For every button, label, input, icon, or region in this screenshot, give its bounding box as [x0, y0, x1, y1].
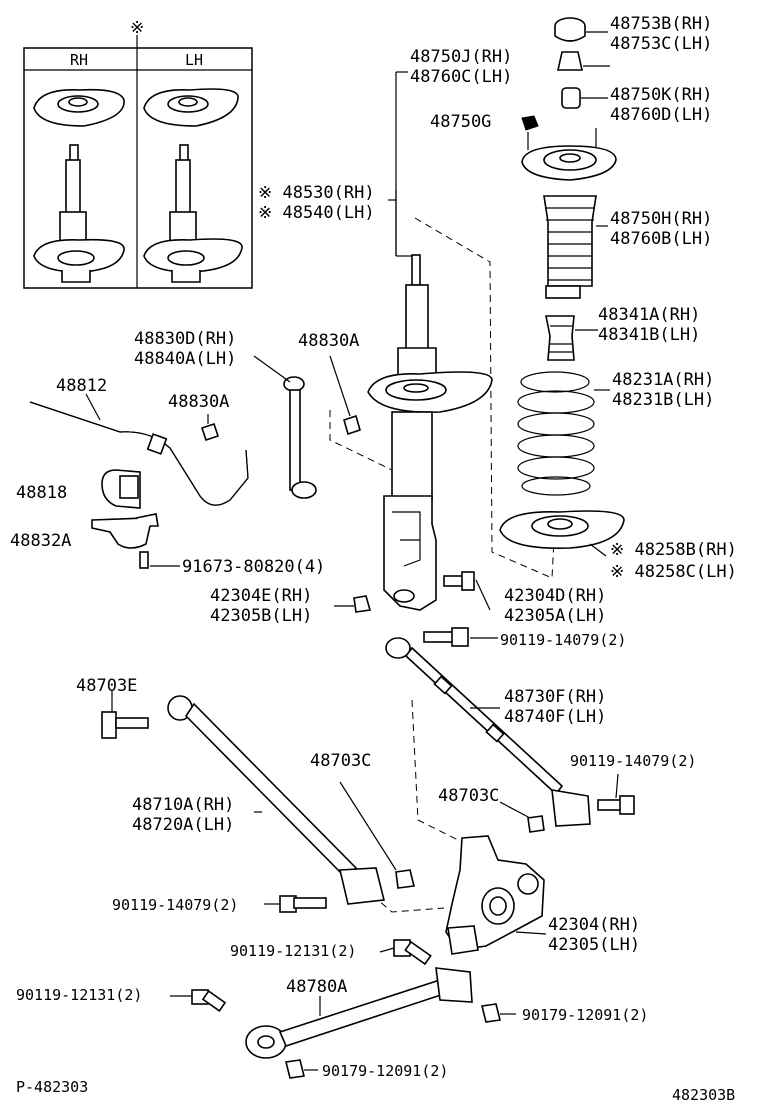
footer-right-ref: 482303B — [672, 1086, 735, 1104]
part-48812-stabilizer-bar — [29, 393, 249, 506]
label-42304d: 42304D(RH) — [504, 586, 606, 606]
label-48341b: 48341B(LH) — [598, 325, 700, 345]
part-48750h-support — [521, 128, 617, 181]
part-48231-coil-spring — [517, 371, 610, 496]
part-42304-knuckle — [445, 835, 547, 955]
label-48750k: 48750K(RH) — [610, 85, 712, 105]
label-48231b: 48231B(LH) — [612, 390, 714, 410]
part-48530-shock-absorber — [367, 190, 493, 611]
label-48760c: 48760C(LH) — [410, 67, 512, 87]
label-48530: ※ 48530(RH) — [258, 183, 375, 203]
part-48780a-arm — [245, 967, 473, 1059]
label-48750g: 48750G — [430, 112, 491, 132]
label-48231a: 48231A(RH) — [612, 370, 714, 390]
label-91673: 91673-80820(4) — [182, 557, 325, 577]
part-48341-bump-stopper — [545, 315, 598, 361]
label-48258c: ※ 48258C(LH) — [610, 562, 737, 582]
assembly-dashed-lines — [329, 217, 556, 913]
label-48753b: 48753B(RH) — [610, 14, 712, 34]
part-48830a-nut-mid — [200, 414, 220, 442]
inset-col-lh: LH — [185, 51, 203, 69]
part-48703c-nut-a — [499, 801, 545, 833]
part-91673-bolt — [139, 551, 180, 569]
part-90119-bolt-a — [423, 627, 498, 647]
inset-mark: ※ — [130, 18, 144, 38]
part-48830a-nut-upper — [329, 355, 361, 436]
label-42305b: 42305B(LH) — [210, 606, 312, 626]
label-48760d: 48760D(LH) — [610, 105, 712, 125]
label-48720a: 48720A(LH) — [132, 815, 234, 835]
label-90179-a: 90179-12091(2) — [522, 1006, 648, 1024]
label-48840a: 48840A(LH) — [134, 349, 236, 369]
label-90179-b: 90179-12091(2) — [322, 1062, 448, 1080]
part-42304e-nut — [334, 595, 372, 613]
label-48818: 48818 — [16, 483, 67, 503]
label-48750j: 48750J(RH) — [410, 47, 512, 67]
label-48780a: 48780A — [286, 977, 347, 997]
part-90119-bolt-b — [597, 773, 635, 815]
label-48832a: 48832A — [10, 531, 71, 551]
label-42305: 42305(LH) — [548, 935, 640, 955]
footer-left-ref: P-482303 — [16, 1078, 88, 1096]
inset-lh-upper-seat — [143, 88, 239, 127]
label-90119-e: 90119-12131(2) — [16, 986, 142, 1004]
label-48258b: ※ 48258B(RH) — [610, 540, 737, 560]
part-42304d-bolt — [443, 571, 491, 611]
label-48760b: 48760B(LH) — [610, 229, 712, 249]
label-48703c-b: 48703C — [438, 786, 499, 806]
label-42304: 42304(RH) — [548, 915, 640, 935]
part-48750g-nut — [521, 115, 539, 131]
label-48703e: 48703E — [76, 676, 137, 696]
inset-rh-upper-seat — [33, 88, 125, 127]
part-48730f-lateral-rod — [385, 637, 591, 827]
label-90119-c: 90119-14079(2) — [112, 896, 238, 914]
callout-labels: 48753B(RH) 48753C(LH) 48750J(RH) 48760C(… — [10, 14, 737, 1104]
part-48818-bushing — [101, 469, 141, 509]
label-90119-b: 90119-14079(2) — [570, 752, 696, 770]
label-48830d: 48830D(RH) — [134, 329, 236, 349]
label-48710a: 48710A(RH) — [132, 795, 234, 815]
label-48540: ※ 48540(LH) — [258, 203, 375, 223]
label-42305a: 42305A(LH) — [504, 606, 606, 626]
part-48703c-nut-b — [339, 781, 415, 889]
label-48730f: 48730F(RH) — [504, 687, 606, 707]
inset-col-rh: RH — [70, 51, 88, 69]
part-48750k-bushing — [561, 87, 608, 109]
part-90119-bolt-c — [264, 895, 327, 913]
label-48830a-mid: 48830A — [168, 392, 229, 412]
label-48703c-a: 48703C — [310, 751, 371, 771]
label-48812: 48812 — [56, 376, 107, 396]
label-48750h: 48750H(RH) — [610, 209, 712, 229]
label-48341a: 48341A(RH) — [598, 305, 700, 325]
part-48750j-nut — [557, 51, 610, 71]
label-48740f: 48740F(LH) — [504, 707, 606, 727]
inset-panel: ※ RH LH — [23, 18, 253, 289]
label-90119-a: 90119-14079(2) — [500, 631, 626, 649]
part-90179-nut-b — [285, 1059, 318, 1079]
part-90119-bolt-d — [379, 939, 432, 966]
inset-lh-strut — [143, 144, 243, 283]
part-48703e-bolt — [101, 690, 149, 739]
part-48753-cap — [554, 17, 608, 42]
part-48750h-boot — [543, 195, 608, 299]
part-48832a-bracket — [91, 513, 159, 549]
label-42304e: 42304E(RH) — [210, 586, 312, 606]
inset-rh-strut — [33, 144, 125, 283]
label-48753c: 48753C(LH) — [610, 34, 712, 54]
part-90179-nut-a — [481, 1003, 516, 1023]
part-48710a-arm — [167, 695, 385, 905]
part-90119-bolt-e — [170, 989, 227, 1012]
label-90119-d: 90119-12131(2) — [230, 942, 356, 960]
part-48258-lower-insulator — [499, 510, 625, 557]
part-48830d-stabilizer-link — [253, 355, 317, 499]
label-48830a-top: 48830A — [298, 331, 359, 351]
